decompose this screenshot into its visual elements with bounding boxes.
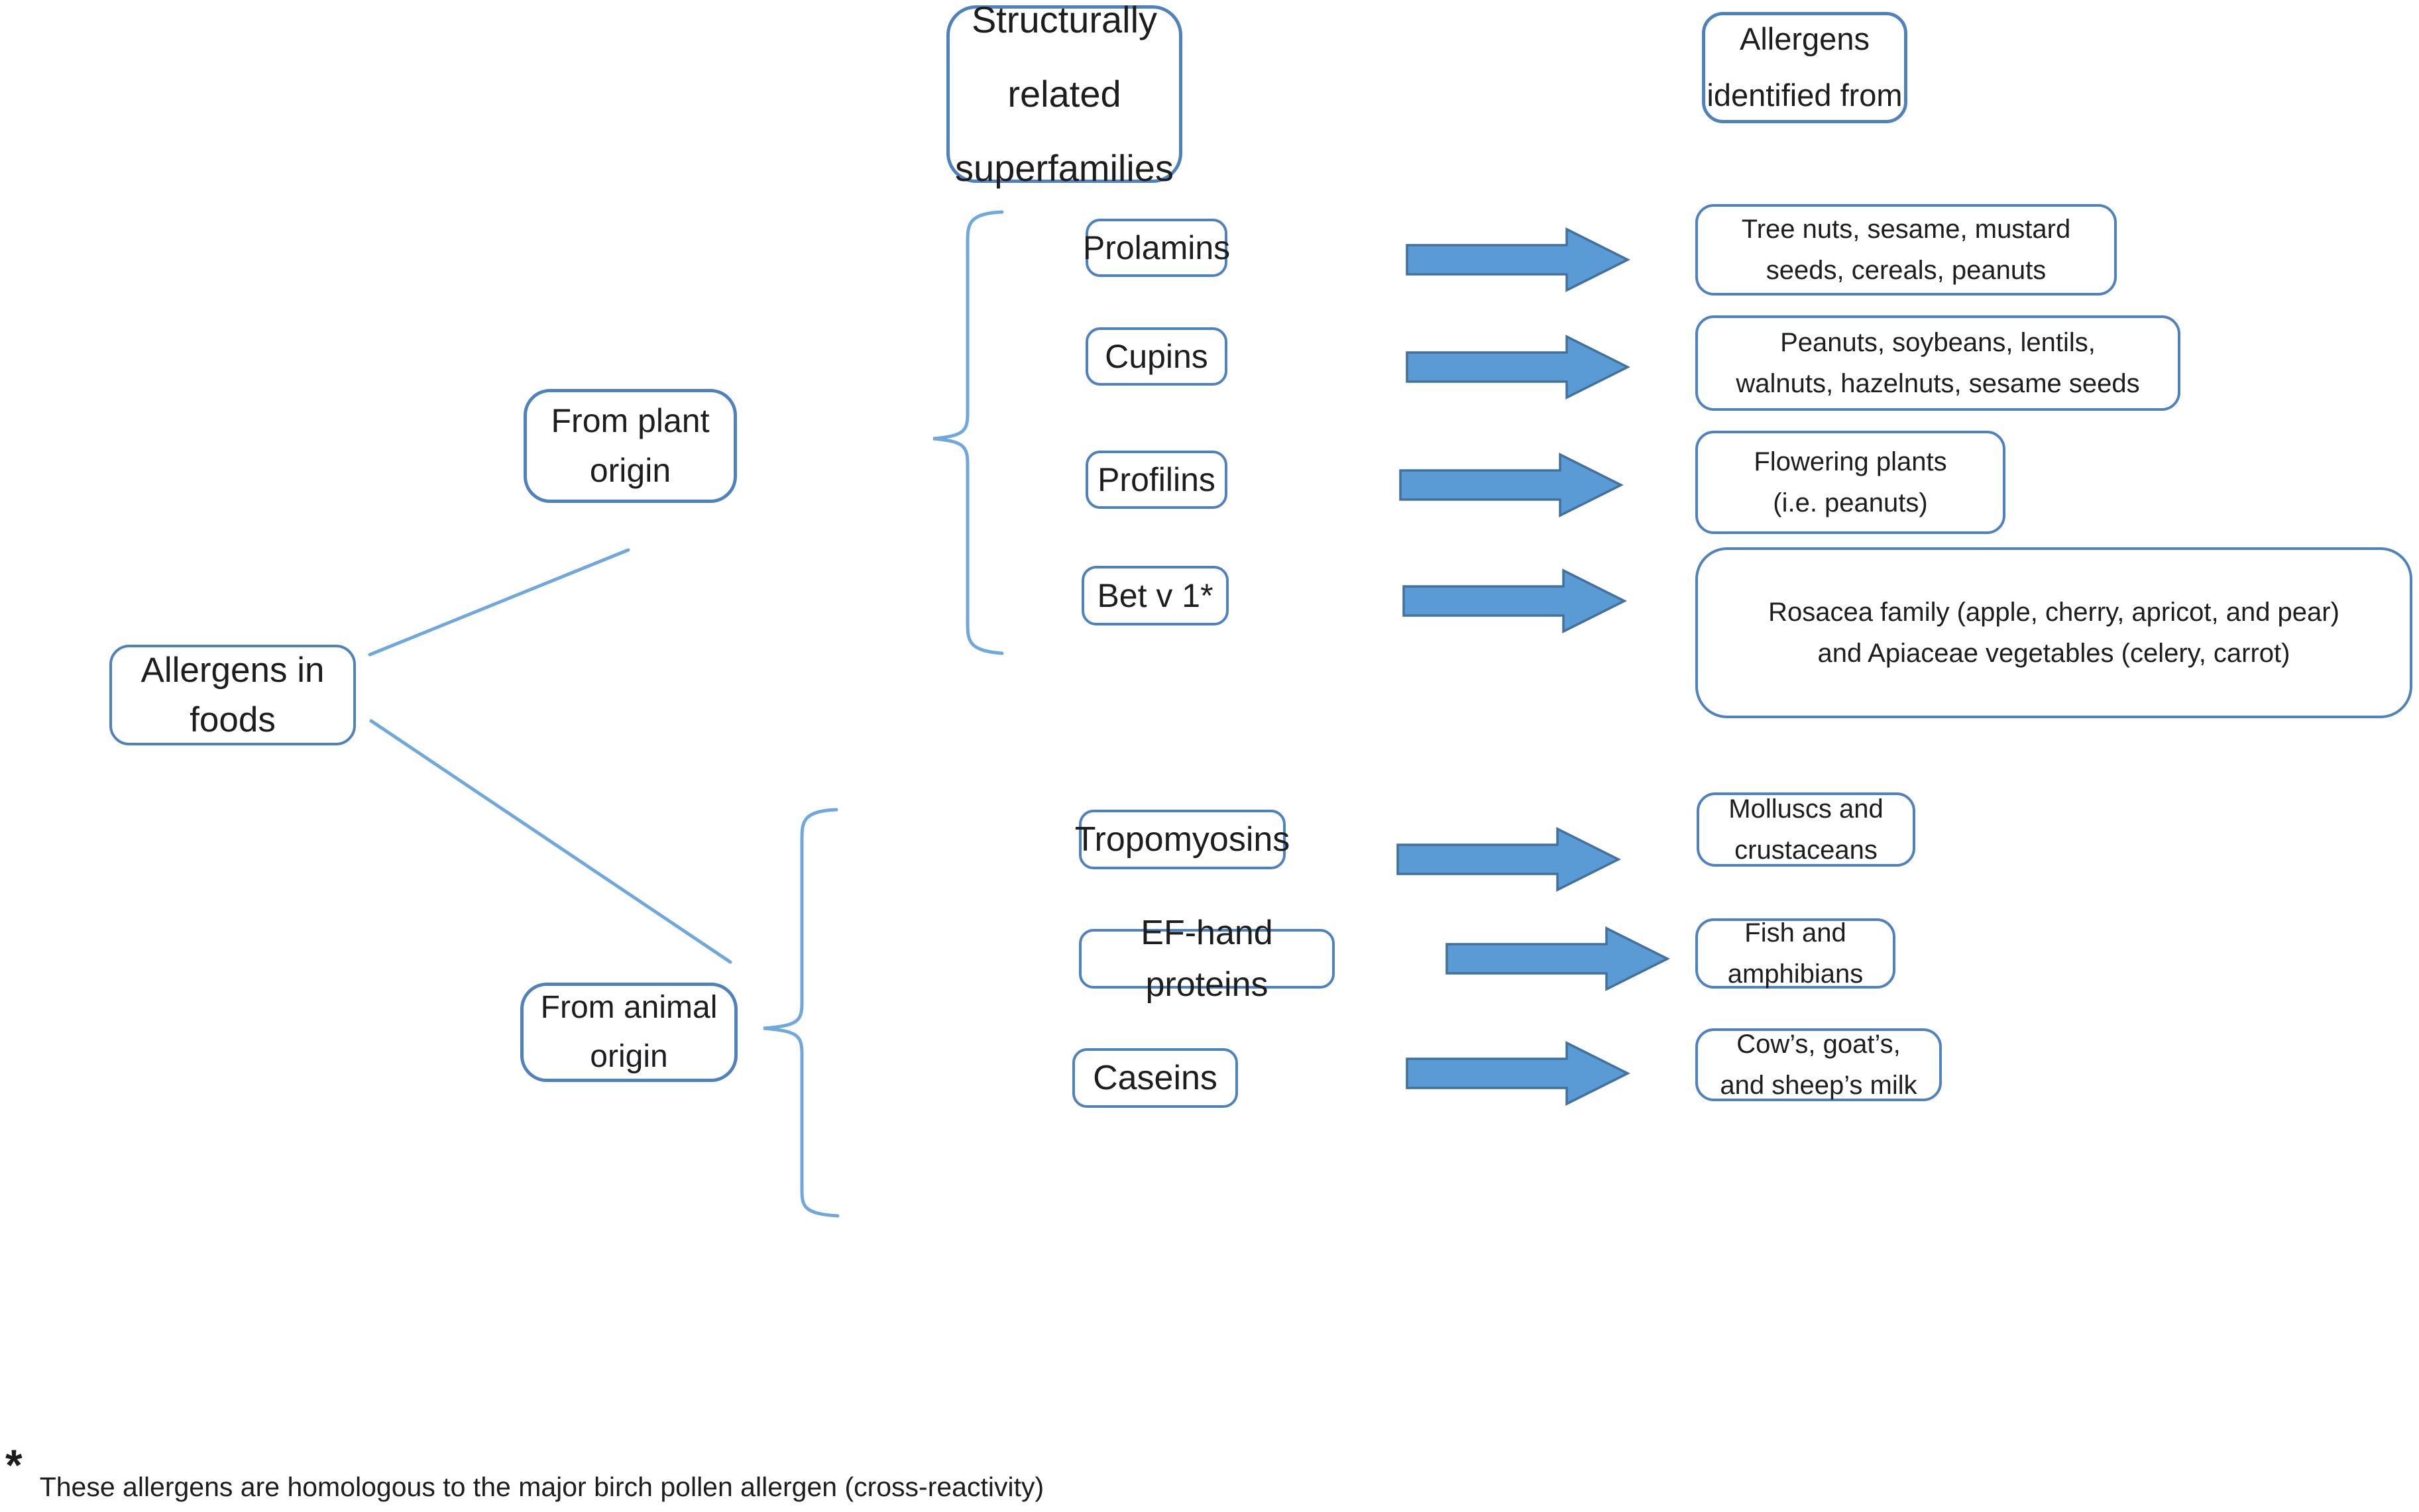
- right-arrow-icon-ef-hand: [1445, 926, 1670, 991]
- right-arrow-icon-tropomyosins: [1396, 827, 1621, 892]
- node-cupins: Cupins: [1086, 327, 1227, 386]
- node-tropomyosins: Tropomyosins: [1075, 810, 1290, 869]
- node-from-animal-origin: From animal origin: [520, 983, 738, 1082]
- node-from-plant-origin: From plant origin: [524, 389, 737, 503]
- source-peanuts-soybeans: Peanuts, soybeans, lentils, walnuts, haz…: [1695, 315, 2180, 411]
- source-rosacea-apiaceae: Rosacea family (apple, cherry, apricot, …: [1695, 547, 2412, 718]
- source-flowering-plants: Flowering plants (i.e. peanuts): [1695, 431, 2005, 534]
- right-arrow-icon-cupins: [1406, 335, 1630, 400]
- right-arrow-icon-profilins: [1399, 453, 1624, 517]
- node-caseins: Caseins: [1072, 1048, 1238, 1108]
- header-allergens-identified-from: Allergens identified from: [1702, 12, 1907, 123]
- source-tree-nuts: Tree nuts, sesame, mustard seeds, cereal…: [1695, 204, 2117, 296]
- node-profilins: Profilins: [1086, 451, 1227, 509]
- footnote: * These allergens are homologous to the …: [5, 1443, 1132, 1503]
- right-arrow-icon-prolamins: [1406, 227, 1630, 292]
- node-ef-hand-proteins: EF-hand proteins: [1079, 914, 1335, 1004]
- node-allergens-in-foods: Allergens in foods: [109, 645, 356, 745]
- animal-brace-icon: [763, 808, 840, 1218]
- right-arrow-icon-caseins: [1406, 1041, 1630, 1106]
- branch-line-plant: [368, 548, 630, 657]
- footnote-text: These allergens are homologous to the ma…: [39, 1472, 1044, 1502]
- source-milk: Cow’s, goat’s, and sheep’s milk: [1695, 1028, 1942, 1101]
- right-arrow-icon-bet-v-1: [1402, 568, 1627, 633]
- node-prolamins: Prolamins: [1083, 219, 1230, 277]
- node-bet-v-1: Bet v 1*: [1082, 566, 1229, 625]
- branch-line-animal: [369, 719, 732, 964]
- plant-brace-icon: [932, 210, 1004, 655]
- source-molluscs-crustaceans: Molluscs and crustaceans: [1697, 792, 1915, 867]
- footnote-asterisk: *: [5, 1440, 23, 1489]
- source-fish-amphibians: Fish and amphibians: [1695, 918, 1895, 989]
- header-superfamilies: Structurally related superfamilies: [946, 0, 1182, 189]
